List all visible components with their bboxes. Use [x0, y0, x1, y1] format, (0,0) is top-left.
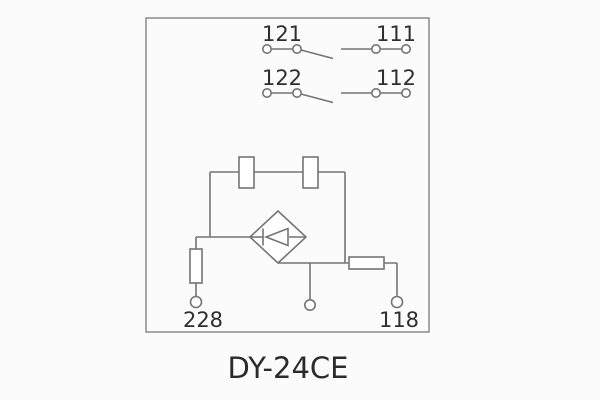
resistor-118 — [348, 256, 385, 270]
coil-resistor-left — [238, 156, 255, 189]
switch-blade-icon — [300, 49, 334, 60]
schematic-border — [145, 17, 430, 333]
contact-row-2: 122 112 — [261, 66, 416, 104]
coil-resistor-right — [302, 156, 319, 189]
resistor-228 — [189, 248, 203, 284]
contact-terminal-icon — [400, 43, 411, 54]
model-caption: DY-24CE — [228, 351, 349, 385]
switch-blade-icon — [300, 93, 334, 104]
contact-terminal-icon — [400, 88, 411, 99]
terminal-label-118: 118 — [379, 308, 419, 332]
terminal-middle — [303, 298, 316, 311]
contact-terminal-icon — [261, 88, 272, 99]
contact-label-122: 122 — [262, 66, 302, 90]
coil-circuit: 228 118 — [183, 156, 419, 332]
contact-terminal-icon — [291, 88, 302, 99]
contact-terminal-icon — [370, 88, 381, 99]
contact-terminal-icon — [261, 43, 272, 54]
terminal-label-228: 228 — [183, 308, 223, 332]
contact-terminal-icon — [291, 43, 302, 54]
contact-row-1: 121 111 — [261, 22, 416, 60]
contact-label-112: 112 — [376, 66, 416, 90]
contact-terminal-icon — [370, 43, 381, 54]
diode-icon — [263, 227, 289, 247]
terminal-228 — [189, 295, 203, 309]
contact-label-111: 111 — [376, 22, 416, 46]
terminal-118 — [390, 295, 404, 309]
contact-label-121: 121 — [262, 22, 302, 46]
